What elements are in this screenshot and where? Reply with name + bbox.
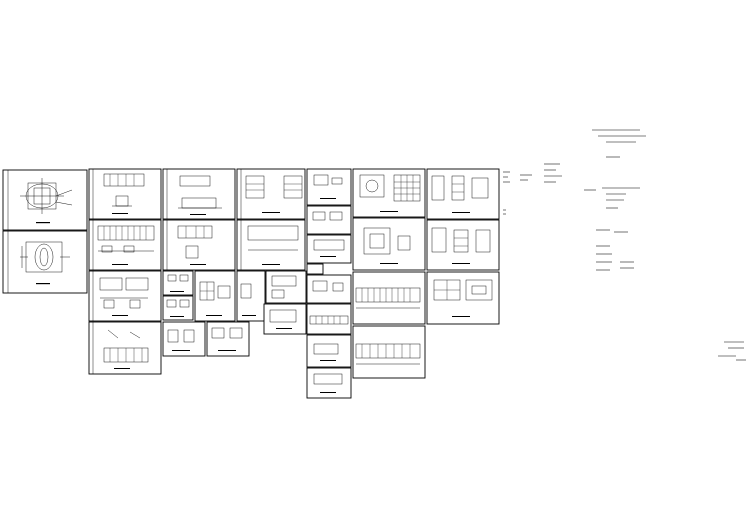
sheet-long-elevation-b[interactable] [352,325,426,379]
sheet-detail-d[interactable] [194,270,236,322]
sheet-section-a[interactable] [162,168,236,220]
sheet-plan-group-a[interactable] [426,168,500,220]
sheet-narrow-h[interactable] [306,367,352,399]
sheet-elevation-b[interactable] [88,219,162,271]
sheet-elevation-d[interactable] [88,321,162,375]
sheet-site-plan-2[interactable] [2,230,88,294]
sheet-narrow-a[interactable] [306,168,352,206]
sheet-detail-g[interactable] [265,270,307,304]
sheet-detail-f[interactable] [236,270,266,322]
sheet-elevation-c[interactable] [88,270,162,322]
sheet-narrow-d[interactable] [306,263,324,275]
notes-block-f [718,341,746,361]
notes-block-b [520,174,532,181]
sheet-plan-group-c[interactable] [426,271,500,325]
sheet-facade-b[interactable] [236,219,306,271]
notes-block-c [544,163,562,183]
sheet-detail-c[interactable] [162,321,206,357]
sheet-narrow-e[interactable] [306,274,352,304]
sheet-narrow-b[interactable] [306,205,352,235]
sheet-narrow-f[interactable] [306,303,352,335]
sheet-section-b[interactable] [162,219,236,271]
notes-block-d [584,187,640,209]
sheet-grid-a[interactable] [352,168,426,218]
sheet-detail-a[interactable] [162,270,194,296]
sheet-narrow-c[interactable] [306,234,352,264]
sheet-detail-e[interactable] [206,321,250,357]
sheet-narrow-g[interactable] [306,334,352,368]
sheet-facade-a[interactable] [236,168,306,220]
sheet-site-plan-1[interactable] [2,169,88,231]
sheet-detail-b[interactable] [162,295,194,321]
sheet-long-elevation-a[interactable] [352,271,426,325]
notes-block-a [503,171,510,215]
sheet-plan-group-b[interactable] [426,219,500,271]
sheet-detail-h[interactable] [263,303,307,335]
sheet-elevation-a[interactable] [88,168,162,220]
notes-block-title [592,129,646,158]
sheet-grid-b[interactable] [352,217,426,271]
notes-block-e [596,229,634,271]
